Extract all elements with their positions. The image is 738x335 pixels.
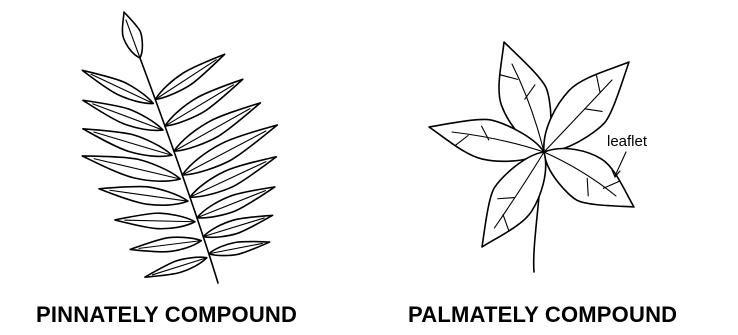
palmate-caption: PALMATELY COMPOUND (408, 302, 677, 328)
pinnate-caption: PINNATELY COMPOUND (36, 302, 297, 328)
leaflet-callout-arrow (615, 152, 626, 176)
terminal-leaflet (122, 12, 142, 58)
palmate-leaf-illustration: leaflet (369, 0, 738, 300)
leaflet (99, 187, 188, 206)
leaflet (544, 149, 634, 207)
pinnate-leaf-figure (0, 0, 369, 335)
palmate-leaf-figure: leaflet (369, 0, 738, 335)
pinnate-leaf-illustration (0, 0, 369, 300)
leaflet-callout-label: leaflet (607, 133, 648, 150)
